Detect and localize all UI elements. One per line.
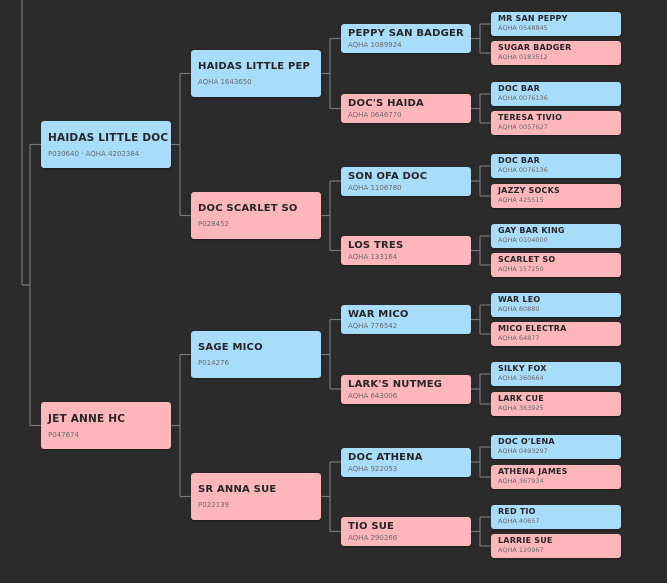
horse-name: MR SAN PEPPY [498,14,568,23]
horse-name: DOC O'LENA [498,437,555,446]
horse-registration: AQHA 425515 [498,196,544,204]
horse-registration: AQHA 133164 [348,253,398,261]
horse-name: MICO ELECTRA [498,324,567,333]
horse-registration: AQHA 363925 [498,404,544,412]
horse-name: LARK'S NUTMEG [348,378,443,390]
horse-name: DOC SCARLET SO [198,203,298,214]
horse-name: SUGAR BADGER [498,43,572,52]
horse-name: LOS TRES [348,240,404,251]
horse-name: HAIDAS LITTLE DOC [48,132,169,144]
horse-name: SAGE MICO [198,342,263,353]
horse-name: GAY BAR KING [498,226,565,235]
horse-registration: AQHA 1106780 [348,183,402,192]
horse-name: DOC ATHENA [348,451,423,463]
horse-registration: AQHA 0057627 [498,123,548,131]
horse-registration: AQHA 0548845 [498,24,548,32]
horse-name: SON OFA DOC [348,170,428,182]
horse-registration: AQHA 922053 [348,464,398,473]
horse-card-sr-anna-sue[interactable]: SR ANNA SUE P022139 [191,473,321,520]
horse-name: JAZZY SOCKS [498,186,560,195]
horse-registration: AQHA 0493297 [498,447,548,455]
horse-card-haidas-little-pep[interactable]: HAIDAS LITTLE PEP AQHA 1643650 [191,50,321,97]
horse-registration: AQHA 0183512 [498,53,548,61]
horse-registration: AQHA 367934 [498,477,544,485]
horse-registration: AQHA 1089924 [348,41,402,49]
horse-registration: AQHA 64877 [498,334,540,342]
horse-name: WAR LEO [498,295,541,304]
horse-registration: P030640 · AQHA 4202384 [48,150,140,158]
horse-name: TIO SUE [348,521,395,532]
horse-name: DOC BAR [498,156,540,165]
horse-registration: AQHA 60880 [498,305,540,313]
horse-card-los-tres[interactable]: LOS TRES AQHA 133164 [341,236,471,265]
horse-card-sage-mico[interactable]: SAGE MICO P014276 [191,331,321,378]
horse-card-doc-s-haida[interactable]: DOC'S HAIDA AQHA 0646770 [341,94,471,123]
horse-registration: AQHA 120967 [498,546,544,554]
horse-name: TERESA TIVIO [498,113,563,122]
horse-registration: AQHA 290266 [348,534,398,542]
horse-registration: P028452 [198,220,229,228]
horse-card-tio-sue[interactable]: TIO SUE AQHA 290266 [341,517,471,546]
horse-registration: AQHA 0104000 [498,236,548,244]
horse-card-doc-scarlet-so[interactable]: DOC SCARLET SO P028452 [191,192,321,239]
horse-registration: AQHA 157250 [498,265,544,273]
horse-registration: AQHA 40657 [498,517,540,525]
horse-registration: P014276 [198,359,229,367]
horse-name: LARK CUE [498,394,544,403]
horse-registration: AQHA 776542 [348,322,398,330]
horse-registration: AQHA 643006 [348,391,398,400]
horse-registration: AQHA 0076136 [498,94,548,102]
horse-registration: AQHA 0646770 [348,111,402,119]
horse-registration: AQHA 1643650 [198,78,252,86]
horse-name: SR ANNA SUE [198,484,277,495]
horse-name: WAR MICO [348,309,409,320]
horse-registration: P047674 [48,431,79,439]
horse-name: SILKY FOX [498,364,547,373]
horse-registration: AQHA 360664 [498,374,544,382]
horse-name: DOC BAR [498,84,540,93]
horse-card-jet-anne-hc[interactable]: JET ANNE HC P047674 [41,402,171,449]
horse-registration: AQHA 0076136 [498,166,548,174]
horse-registration: P022139 [198,501,229,509]
horse-name: RED TIO [498,507,536,516]
horse-name: HAIDAS LITTLE PEP [198,61,311,72]
horse-card-peppy-san-badger[interactable]: PEPPY SAN BADGER AQHA 1089924 [341,24,471,53]
horse-name: PEPPY SAN BADGER [348,28,464,39]
horse-name: LARRIE SUE [498,536,553,545]
horse-name: DOC'S HAIDA [348,98,424,109]
horse-card-haidas-little-doc[interactable]: HAIDAS LITTLE DOC P030640 · AQHA 4202384 [41,121,171,168]
horse-name: JET ANNE HC [48,413,126,425]
horse-name: SCARLET SO [498,255,556,264]
horse-card-war-mico[interactable]: WAR MICO AQHA 776542 [341,305,471,334]
horse-name: ATHENA JAMES [498,467,568,476]
